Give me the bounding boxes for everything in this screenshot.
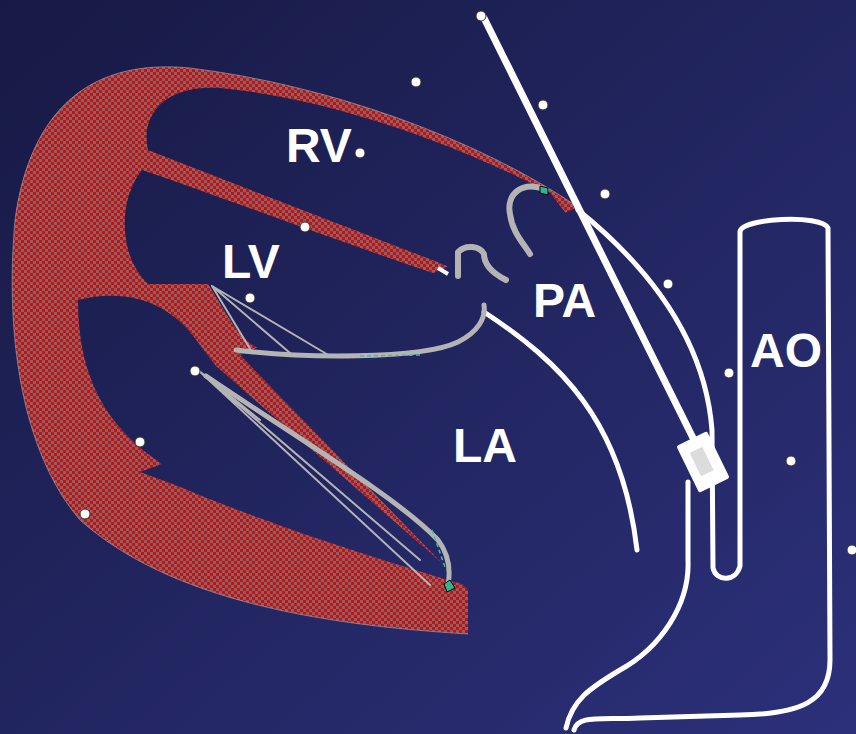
- reference-dots: [80, 11, 856, 555]
- chamber-label: RV: [286, 122, 352, 170]
- pulmonary-valve: [509, 187, 546, 254]
- myocardium-outline: [12, 67, 578, 634]
- chordae-tendineae: [212, 286, 330, 356]
- chamber-label: LA: [453, 422, 517, 470]
- chamber-label: PA: [533, 277, 596, 325]
- chordae-tendineae: [198, 370, 430, 585]
- chamber-label: AO: [750, 327, 822, 375]
- leaflet-highlight: [360, 355, 420, 356]
- valve-marker: [540, 186, 548, 195]
- aortic-valve: [458, 247, 506, 280]
- anterior-mitral-leaflet: [236, 305, 484, 356]
- leaflet-highlight: [432, 530, 446, 570]
- septum-tip: [438, 268, 448, 274]
- valve-marker: [444, 580, 455, 592]
- chamber-label: LV: [222, 238, 280, 286]
- aorta-outline: [574, 210, 830, 730]
- aorta-inner-wall: [566, 482, 688, 728]
- ultrasound-probe: [484, 18, 730, 493]
